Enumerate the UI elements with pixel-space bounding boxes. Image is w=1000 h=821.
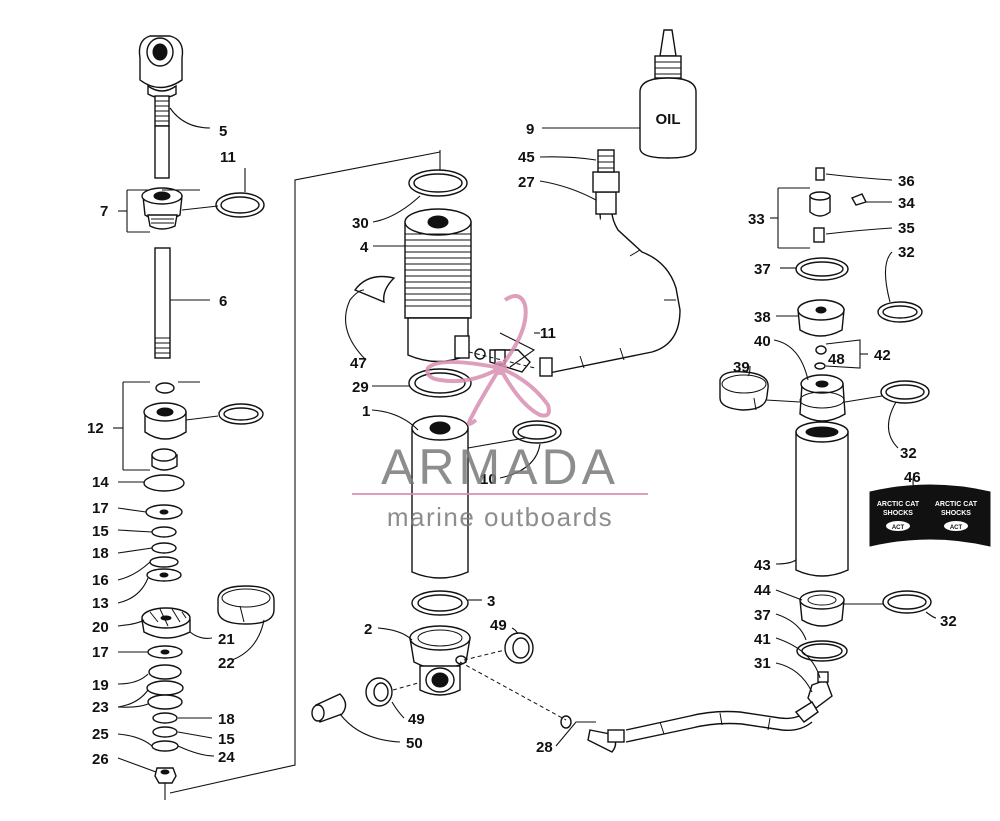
callout-18-upper: 18 [92, 545, 109, 562]
decal-left-badge: ACT [892, 525, 905, 531]
callout-10: 10 [480, 471, 497, 488]
callout-4: 4 [360, 239, 369, 256]
callout-37-upper: 37 [754, 261, 771, 278]
callout-42: 42 [874, 347, 891, 364]
shock-body [311, 169, 562, 723]
callout-11: 11 [540, 325, 556, 342]
reservoir-assembly [719, 167, 932, 709]
split-ring-22-part [217, 585, 275, 625]
washer-stack-part [141, 474, 191, 639]
callout-12: 12 [87, 420, 104, 437]
callout-16: 16 [92, 572, 109, 589]
bracket-line [169, 151, 441, 794]
callout-14: 14 [92, 474, 109, 491]
upper-hose-part [539, 149, 681, 377]
callout-47: 47 [350, 355, 367, 372]
callout-27: 27 [518, 174, 535, 191]
callout-45: 45 [518, 149, 535, 166]
callout-17-lower: 17 [92, 644, 109, 661]
callout-32-top: 32 [898, 244, 915, 261]
callout-7: 7 [100, 203, 108, 220]
watermark-logo-icon [425, 294, 551, 426]
callout-1: 1 [362, 403, 370, 420]
callout-34: 34 [898, 195, 915, 212]
sleeve-50-part [311, 693, 347, 723]
callout-24: 24 [218, 749, 235, 766]
callout-32-mid: 32 [900, 445, 917, 462]
decal-right-line-2: SHOCKS [941, 510, 971, 517]
callout-19: 19 [92, 677, 109, 694]
callout-8: 11 [220, 149, 236, 166]
decal-left-line-1: ARCTIC CAT [877, 501, 920, 508]
callout-3: 3 [487, 593, 495, 610]
callout-41: 41 [754, 631, 771, 648]
callout-31: 31 [754, 655, 771, 672]
shaft-eye-part [138, 35, 184, 99]
watermark-brand: ARMADA [381, 439, 619, 495]
callout-49-right: 49 [490, 617, 507, 634]
callout-23: 23 [92, 699, 109, 716]
callout-9: 9 [526, 121, 534, 138]
watermark: ARMADA marine outboards [352, 294, 648, 532]
callout-22: 22 [218, 655, 235, 672]
callout-2: 2 [364, 621, 372, 638]
callout-49-left: 49 [408, 711, 425, 728]
callout-29: 29 [352, 379, 369, 396]
callout-5: 5 [219, 123, 227, 140]
cylinder-part [411, 415, 469, 579]
shaft-assembly [138, 35, 275, 800]
decal-right-line-1: ARCTIC CAT [935, 501, 978, 508]
callout-48: 48 [828, 351, 845, 368]
callout-36: 36 [898, 173, 915, 190]
callout-50: 50 [406, 735, 423, 752]
callout-33: 33 [748, 211, 765, 228]
callout-15-upper: 15 [92, 523, 109, 540]
callout-43: 43 [754, 557, 771, 574]
callout-17-upper: 17 [92, 500, 109, 517]
callout-40: 40 [754, 333, 771, 350]
leader-lines [113, 107, 937, 773]
watermark-tagline: marine outboards [387, 502, 613, 532]
callout-6: 6 [219, 293, 227, 310]
callout-39: 39 [733, 359, 750, 376]
callout-labels: 5 11 7 6 12 14 17 15 18 16 13 20 21 22 1… [87, 121, 957, 768]
decal-right-badge: ACT [950, 525, 963, 531]
shaft-nut-part [141, 187, 183, 230]
bumper-part [143, 402, 187, 440]
threaded-body-part [404, 208, 472, 363]
callout-46: 46 [904, 469, 921, 486]
callout-28: 28 [536, 739, 553, 756]
callout-26: 26 [92, 751, 109, 768]
callout-21: 21 [218, 631, 235, 648]
callout-30: 30 [352, 215, 369, 232]
decal-left-line-2: SHOCKS [883, 510, 913, 517]
lower-hose-part [459, 661, 819, 753]
shaft-rod-part [154, 247, 171, 359]
callout-38: 38 [754, 309, 771, 326]
bottle-label: OIL [656, 111, 681, 128]
callout-32-bottom: 32 [940, 613, 957, 630]
callout-20: 20 [92, 619, 109, 636]
callout-37-lower: 37 [754, 607, 771, 624]
callout-35: 35 [898, 220, 915, 237]
callout-44: 44 [754, 582, 771, 599]
callout-18-lower: 18 [218, 711, 235, 728]
callout-25: 25 [92, 726, 109, 743]
decal-46-part: ARCTIC CAT SHOCKS ACT ARCTIC CAT SHOCKS … [869, 484, 991, 547]
wedge-47-part [353, 275, 396, 304]
oil-bottle-part: OIL [639, 29, 697, 159]
base-eye-part [409, 625, 471, 696]
callout-13: 13 [92, 595, 109, 612]
callout-15-lower: 15 [218, 731, 235, 748]
